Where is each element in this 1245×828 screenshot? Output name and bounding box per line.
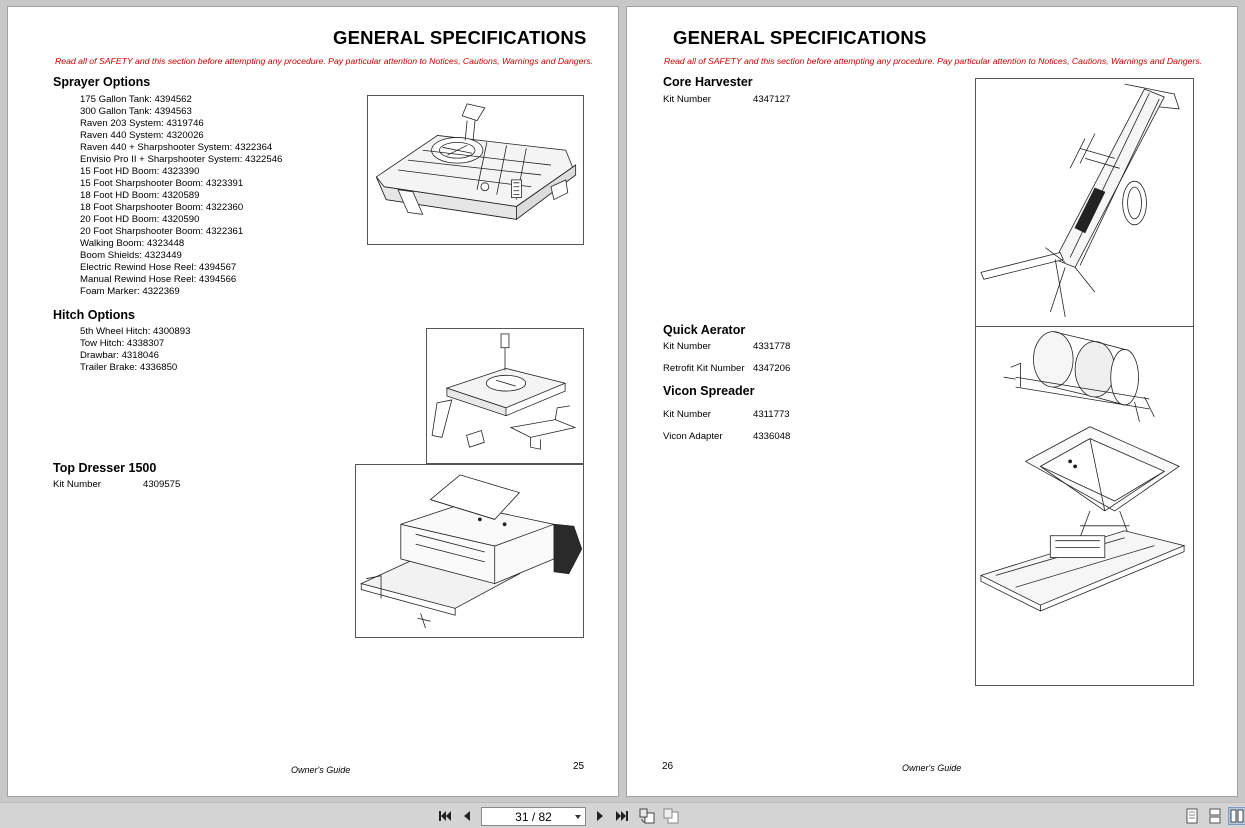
kit-number-value: 4311773: [753, 409, 790, 420]
kit-number-label: Kit Number: [53, 479, 101, 490]
list-item: Manual Rewind Hose Reel: 4394566: [80, 274, 237, 285]
list-item: Tow Hitch: 4338307: [80, 338, 165, 349]
list-item: 175 Gallon Tank: 4394562: [80, 94, 192, 105]
sprayer-tank-illustration: [367, 95, 584, 245]
list-item: Drawbar: 4318046: [80, 350, 159, 361]
core-harvester-illustration: [975, 78, 1194, 327]
next-page-icon: [597, 811, 603, 821]
aerator-and-spreader-illustration: [975, 326, 1194, 686]
vicon-spreader-heading: Vicon Spreader: [663, 384, 755, 398]
first-page-icon: [439, 811, 451, 821]
page-title: GENERAL SPECIFICATIONS: [333, 27, 587, 48]
fit-page-icon: [663, 808, 679, 824]
page-number: 26: [662, 761, 674, 772]
footer-owners-guide: Owner's Guide: [902, 763, 962, 773]
list-item: 15 Foot HD Boom: 4323390: [80, 166, 200, 177]
hitch-options-list: 5th Wheel Hitch: 4300893 Tow Hitch: 4338…: [80, 326, 190, 374]
two-page-view-button[interactable]: [1228, 807, 1245, 825]
list-item: Boom Shields: 4323449: [80, 250, 182, 261]
list-item: Walking Boom: 4323448: [80, 238, 185, 249]
quick-aerator-heading: Quick Aerator: [663, 323, 746, 337]
single-page-view-icon: [1186, 808, 1198, 824]
chevron-down-icon: [575, 815, 581, 819]
top-dresser-illustration: [355, 464, 584, 638]
kit-number-value: 4309575: [143, 479, 181, 490]
last-page-icon: [616, 811, 628, 821]
list-item: 15 Foot Sharpshooter Boom: 4323391: [80, 178, 244, 189]
vicon-adapter-value: 4336048: [753, 431, 791, 442]
previous-page-icon: [464, 811, 470, 821]
list-item: 300 Gallon Tank: 4394563: [80, 106, 192, 117]
vicon-kit-row: Kit Number 4311773: [663, 409, 863, 421]
list-item: Raven 440 System: 4320026: [80, 130, 204, 141]
page-indicator: 31 / 82: [515, 809, 552, 824]
last-page-button[interactable]: [613, 807, 631, 825]
viewer-toolbar: 31 / 82: [0, 802, 1245, 828]
hitch-illustration: [426, 328, 584, 464]
rotate-button[interactable]: [638, 807, 656, 825]
continuous-view-icon: [1209, 808, 1221, 824]
safety-notice: Read all of SAFETY and this section befo…: [55, 56, 594, 66]
retrofit-kit-number-value: 4347206: [753, 363, 791, 374]
hitch-options-heading: Hitch Options: [53, 308, 135, 322]
single-page-view-button[interactable]: [1183, 807, 1201, 825]
retrofit-kit-number-label: Retrofit Kit Number: [663, 363, 745, 374]
quick-aerator-kit-row: Kit Number 4331778: [663, 341, 863, 353]
page-number: 25: [573, 761, 585, 772]
top-dresser-heading: Top Dresser 1500: [53, 461, 157, 475]
kit-number-value: 4331778: [753, 341, 791, 352]
page-25: GENERAL SPECIFICATIONS Read all of SAFET…: [7, 6, 619, 797]
safety-notice: Read all of SAFETY and this section befo…: [664, 56, 1203, 66]
footer-owners-guide: Owner's Guide: [291, 765, 351, 775]
core-harvester-heading: Core Harvester: [663, 75, 753, 89]
list-item: Raven 440 + Sharpshooter System: 4322364: [80, 142, 273, 153]
fit-page-button[interactable]: [662, 807, 680, 825]
page-number-select[interactable]: 31 / 82: [481, 807, 586, 826]
page-26: GENERAL SPECIFICATIONS Read all of SAFET…: [626, 6, 1238, 797]
top-dresser-kit-row: Kit Number 4309575: [53, 479, 213, 491]
rotate-icon: [639, 808, 655, 824]
sprayer-options-list: 175 Gallon Tank: 4394562 300 Gallon Tank…: [80, 94, 282, 298]
sprayer-options-heading: Sprayer Options: [53, 75, 151, 89]
continuous-view-button[interactable]: [1206, 807, 1224, 825]
list-item: Raven 203 System: 4319746: [80, 118, 204, 129]
list-item: 20 Foot Sharpshooter Boom: 4322361: [80, 226, 244, 237]
list-item: 18 Foot Sharpshooter Boom: 4322360: [80, 202, 244, 213]
core-harvester-kit-row: Kit Number 4347127: [663, 94, 863, 106]
quick-aerator-retrofit-row: Retrofit Kit Number 4347206: [663, 363, 863, 375]
next-page-button[interactable]: [591, 807, 609, 825]
vicon-adapter-label: Vicon Adapter: [663, 431, 723, 442]
kit-number-label: Kit Number: [663, 341, 711, 352]
list-item: 20 Foot HD Boom: 4320590: [80, 214, 200, 225]
list-item: Electric Rewind Hose Reel: 4394567: [80, 262, 237, 273]
list-item: Trailer Brake: 4336850: [80, 362, 178, 373]
kit-number-value: 4347127: [753, 94, 791, 105]
first-page-button[interactable]: [436, 807, 454, 825]
two-page-view-icon: [1230, 809, 1244, 823]
list-item: 5th Wheel Hitch: 4300893: [80, 326, 191, 337]
vicon-adapter-row: Vicon Adapter 4336048: [663, 431, 863, 443]
list-item: Foam Marker: 4322369: [80, 286, 180, 297]
list-item: Envisio Pro II + Sharpshooter System: 43…: [80, 154, 283, 165]
kit-number-label: Kit Number: [663, 409, 711, 420]
kit-number-label: Kit Number: [663, 94, 711, 105]
page-title: GENERAL SPECIFICATIONS: [673, 27, 927, 48]
list-item: 18 Foot HD Boom: 4320589: [80, 190, 200, 201]
previous-page-button[interactable]: [458, 807, 476, 825]
